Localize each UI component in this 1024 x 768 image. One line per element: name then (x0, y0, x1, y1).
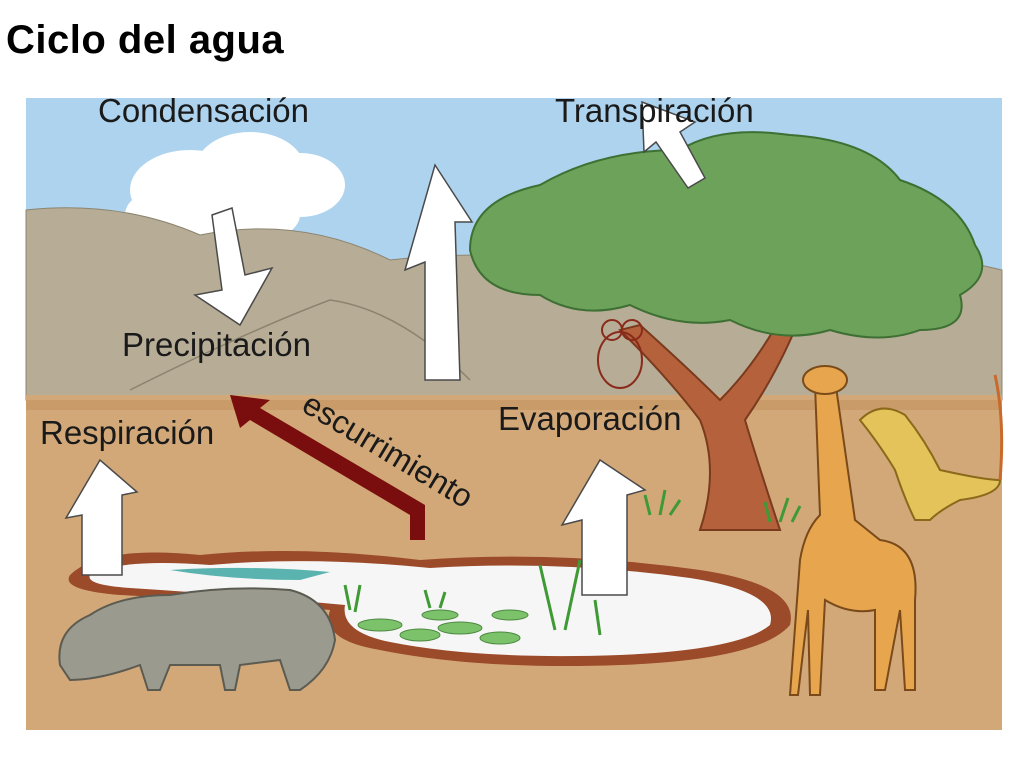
ground-strip (26, 400, 1002, 410)
runoff-arrow (230, 395, 425, 540)
condensation-arrow-up (403, 163, 474, 381)
label-evaporacion: Evaporación (498, 400, 681, 437)
pond-water (170, 567, 330, 580)
precipitation-arrow-down (193, 207, 274, 327)
label-respiracion: Respiración (40, 414, 214, 451)
transpiration-arrow-up (641, 100, 707, 189)
evaporation-arrow-up (560, 458, 647, 596)
tree (468, 131, 984, 531)
dinosaur (858, 374, 1004, 521)
giraffe (788, 365, 917, 696)
hippo (58, 587, 337, 691)
reeds (343, 559, 602, 636)
tree-canopy (468, 131, 984, 339)
lily-pads (357, 609, 529, 645)
grass-tufts (643, 489, 802, 523)
label-condensacion: Condensación (98, 92, 309, 129)
koala (597, 319, 643, 389)
respiration-arrow-up (64, 458, 139, 576)
page-title: Ciclo del agua (6, 18, 285, 62)
label-transpiracion: Transpiración (555, 92, 754, 129)
hill-ridge (129, 299, 471, 391)
label-precipitacion: Precipitación (122, 326, 311, 363)
